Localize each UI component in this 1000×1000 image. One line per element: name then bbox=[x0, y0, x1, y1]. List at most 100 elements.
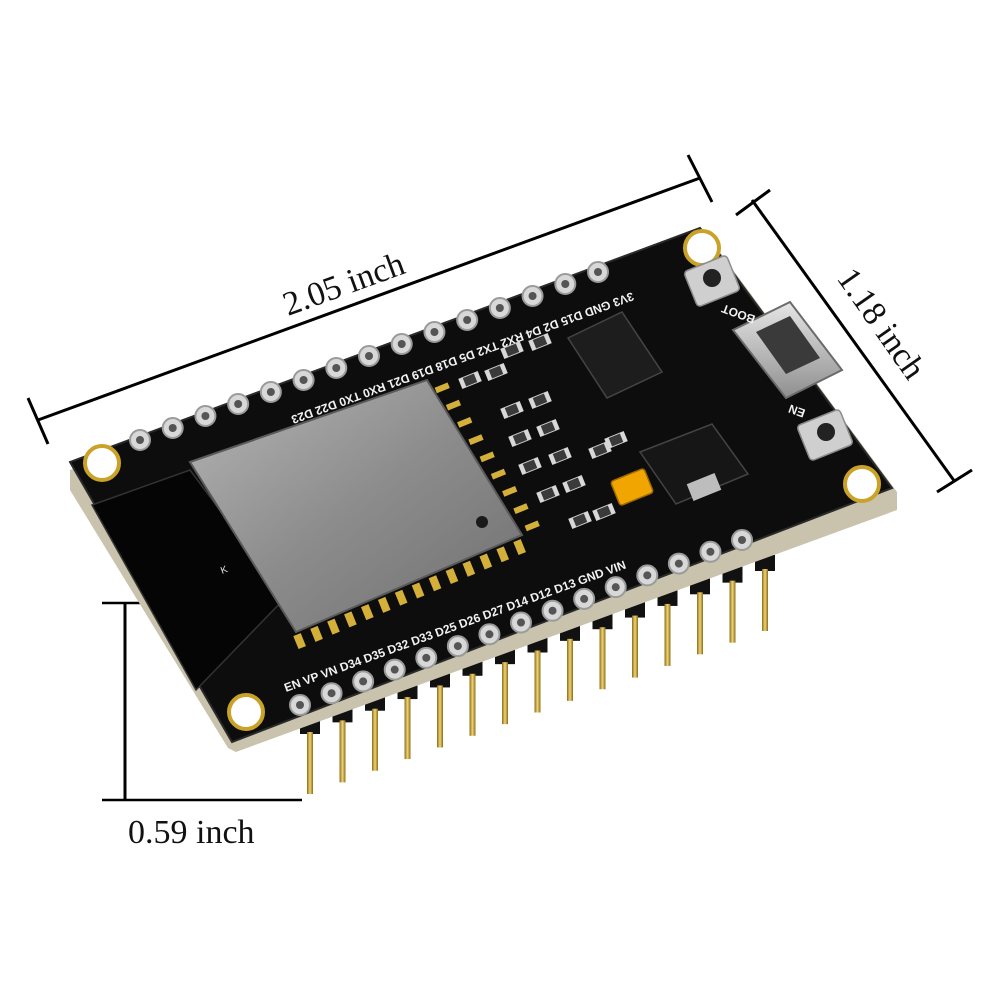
width-label: 1.18 inch bbox=[829, 261, 932, 386]
mounting-hole bbox=[843, 465, 881, 503]
smd-component bbox=[508, 428, 532, 448]
header-pin bbox=[430, 671, 450, 748]
pin-pad bbox=[227, 393, 250, 415]
header-pin bbox=[625, 601, 645, 678]
castellation-pad bbox=[434, 382, 450, 394]
mounting-hole bbox=[83, 444, 121, 482]
smd-component bbox=[536, 484, 560, 504]
width-tick-top bbox=[735, 188, 771, 217]
esp32-rf-shield bbox=[188, 378, 524, 634]
en-button[interactable] bbox=[797, 409, 854, 461]
length-tick-left bbox=[26, 397, 50, 445]
length-label: 2.05 inch bbox=[278, 245, 410, 323]
pin-pad bbox=[456, 309, 479, 331]
top-pin-pads bbox=[129, 261, 609, 451]
smd-component bbox=[592, 502, 616, 522]
pin-pad bbox=[390, 333, 413, 355]
castellation-pad bbox=[445, 399, 462, 411]
pin-pad bbox=[259, 381, 282, 403]
smd-component bbox=[536, 418, 560, 438]
width-dimension-line bbox=[750, 199, 957, 483]
header-pin bbox=[560, 624, 580, 701]
usb-uart-chip bbox=[566, 311, 664, 399]
header-pin bbox=[332, 706, 353, 783]
castellation-pad bbox=[468, 434, 484, 446]
boot-button[interactable] bbox=[684, 255, 741, 307]
mounting-hole bbox=[227, 693, 265, 731]
en-button-label: EN bbox=[787, 401, 807, 420]
pin-pad bbox=[521, 285, 544, 307]
smd-components bbox=[458, 332, 628, 530]
castellation-pad bbox=[513, 503, 529, 515]
header-pin bbox=[690, 578, 710, 655]
smd-component bbox=[568, 510, 592, 530]
castellation-pad bbox=[479, 451, 495, 463]
pin-pad bbox=[573, 587, 596, 610]
pin-pad bbox=[415, 646, 438, 669]
smd-component bbox=[528, 390, 552, 410]
castellation-pad bbox=[524, 520, 540, 532]
smd-component bbox=[528, 332, 552, 352]
header-pin bbox=[495, 648, 515, 725]
pin-pad bbox=[488, 297, 511, 319]
castellation-pad bbox=[344, 611, 357, 628]
pin-pad bbox=[129, 429, 151, 451]
smd-component bbox=[548, 446, 572, 466]
castellation-pad bbox=[490, 468, 507, 480]
castellation-pad bbox=[457, 416, 473, 428]
castellation-pad bbox=[513, 539, 526, 556]
smd-component bbox=[500, 340, 524, 360]
pin-pad bbox=[699, 540, 722, 563]
castellation-pad bbox=[394, 589, 408, 606]
pin-pad bbox=[510, 611, 532, 634]
pin-pad bbox=[352, 670, 375, 693]
castellation-pad bbox=[502, 485, 518, 497]
voltage-regulator bbox=[638, 423, 750, 505]
castellation-pad bbox=[360, 604, 374, 621]
smd-component bbox=[500, 400, 524, 420]
module-castellations bbox=[293, 382, 540, 650]
pin-pad bbox=[554, 273, 577, 295]
castellation-pad bbox=[411, 582, 425, 599]
pin-pad bbox=[731, 529, 753, 551]
pin-pad bbox=[478, 623, 501, 646]
pin-pad bbox=[289, 694, 311, 716]
shield-dot bbox=[476, 516, 488, 528]
regulator-tab bbox=[686, 473, 722, 501]
pin-pad bbox=[604, 576, 627, 599]
header-pin bbox=[657, 589, 678, 666]
header-pin bbox=[300, 718, 320, 794]
pin-pad bbox=[446, 635, 469, 658]
header-pin bbox=[722, 566, 743, 643]
smd-component bbox=[588, 440, 612, 460]
tantalum-capacitor bbox=[610, 468, 654, 506]
smd-component bbox=[604, 430, 628, 450]
castellation-pad bbox=[377, 596, 391, 613]
esp32-board: 3V3 GND D15 D2 D4 RX2 TX2 D5 D18 D19 D21… bbox=[68, 226, 897, 752]
bottom-pin-pads bbox=[289, 529, 753, 716]
pin-pad bbox=[194, 405, 217, 427]
castellation-pad bbox=[445, 568, 459, 584]
header-pin bbox=[592, 613, 613, 690]
pin-pad bbox=[383, 658, 406, 681]
header-pin bbox=[397, 683, 418, 760]
length-dimension-line bbox=[37, 176, 701, 422]
smd-component bbox=[458, 370, 482, 390]
pin-pad bbox=[358, 345, 380, 367]
castellation-pad bbox=[327, 618, 340, 635]
pin-pad bbox=[320, 682, 343, 705]
castellation-pad bbox=[293, 633, 306, 650]
castellation-pad bbox=[428, 575, 442, 592]
width-tick-bottom bbox=[936, 468, 973, 494]
pin-pad bbox=[587, 261, 609, 283]
pin-pad bbox=[325, 357, 348, 379]
castellation-pad bbox=[496, 546, 510, 563]
pin-pad bbox=[423, 321, 446, 343]
height-label: 0.59 inch bbox=[128, 814, 255, 851]
smd-component bbox=[484, 362, 508, 382]
castellation-pad bbox=[310, 625, 323, 642]
smd-component bbox=[518, 456, 542, 476]
pin-pad bbox=[292, 369, 315, 391]
pin-pad bbox=[636, 564, 659, 587]
